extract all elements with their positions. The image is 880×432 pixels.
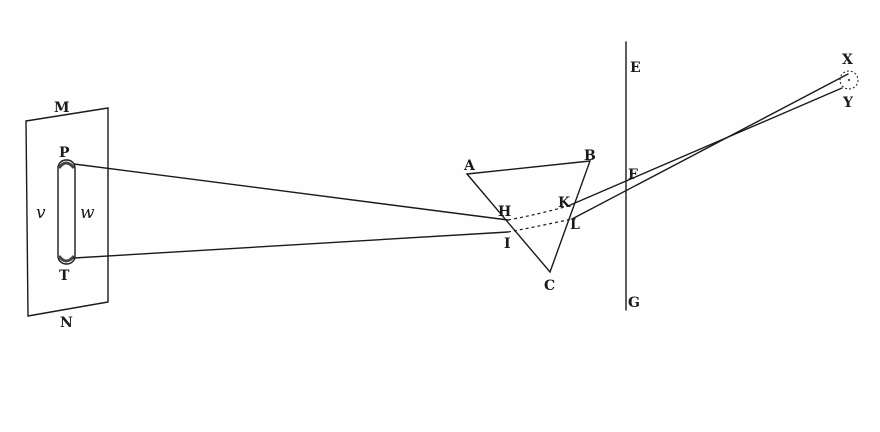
label-k: K	[558, 195, 571, 211]
label-t: T	[59, 268, 70, 284]
prism-abc	[465, 160, 592, 274]
label-m: M	[54, 100, 70, 116]
label-a: A	[463, 158, 476, 174]
ray-p-to-h	[73, 163, 509, 221]
label-b: B	[584, 148, 596, 164]
ray-l-to-x	[571, 73, 849, 220]
label-i: I	[504, 236, 511, 252]
ray-k-to-y	[567, 87, 843, 207]
image-xy	[839, 70, 859, 90]
label-h: H	[498, 204, 511, 220]
image-xy-center	[848, 79, 850, 81]
label-c: C	[544, 278, 555, 294]
spectrum-image-pt	[57, 159, 76, 265]
label-e: E	[630, 60, 641, 76]
label-x: X	[842, 52, 853, 68]
screen-mn	[25, 107, 109, 317]
label-g: G	[628, 295, 640, 311]
label-n: N	[60, 315, 73, 331]
ray-i-to-l-inside-prism	[507, 218, 573, 233]
label-p: P	[59, 145, 70, 161]
label-f: F	[628, 167, 638, 183]
ray-t-to-i	[73, 231, 509, 259]
ray-h-to-k-inside-prism	[507, 205, 569, 221]
label-v-left: v	[36, 203, 46, 223]
spectrum-end-p-hatch	[57, 161, 76, 169]
label-v-right: w	[80, 203, 95, 223]
label-y: Y	[842, 95, 854, 111]
label-l: L	[570, 217, 580, 233]
spectrum-end-t-hatch	[57, 255, 76, 263]
